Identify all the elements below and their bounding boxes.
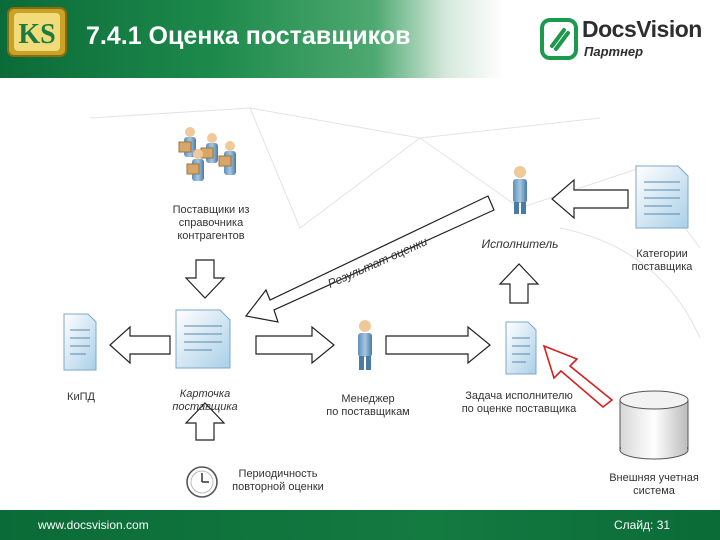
arrow-manager-to-task — [385, 325, 491, 365]
manager-person-icon — [358, 320, 372, 370]
supplier-card-document-icon — [175, 309, 231, 369]
ks-logo: KS — [7, 7, 67, 57]
arrow-suppliers-to-card — [184, 259, 226, 299]
website-link[interactable]: www.docsvision.com — [38, 518, 149, 532]
periodicity-label: Периодичность повторной оценки — [232, 468, 324, 493]
slide-footer: www.docsvision.com Слайд: 31 — [0, 510, 720, 540]
executor-person-icon — [513, 166, 527, 214]
result-label: Результат оценки — [326, 234, 430, 291]
task-label: Задача исполнителю по оценке поставщика — [461, 390, 577, 415]
docsvision-brand: DocsVision Партнер — [540, 14, 704, 68]
accounting-system-label: Внешняя учетная система — [609, 472, 699, 497]
arrow-categories-to-executor — [551, 178, 629, 220]
clock-icon — [186, 466, 218, 498]
arrow-card-to-manager — [255, 325, 335, 365]
brand-subtitle: Партнер — [584, 44, 644, 59]
manager-label: Менеджер по поставщикам — [326, 393, 410, 418]
slide-header: KS 7.4.1 Оценка поставщиков DocsVision П… — [0, 0, 720, 78]
kipd-document-icon — [63, 313, 97, 371]
svg-text:KS: KS — [18, 19, 55, 50]
arrow-card-to-kipd — [109, 325, 171, 365]
kipd-label: КиПД — [67, 391, 95, 403]
arrow-task-to-executor — [498, 263, 540, 304]
arrow-accounting-to-task — [542, 344, 614, 409]
arrow-periodicity-to-card — [184, 402, 226, 441]
task-document-icon — [505, 321, 537, 375]
categories-label: Категории поставщика — [631, 248, 693, 273]
categories-document-icon — [635, 165, 689, 229]
docsvision-logo-icon — [540, 18, 578, 60]
diagram-graphics: Результат оценки — [63, 107, 701, 498]
suppliers-group-icon — [178, 127, 236, 181]
process-diagram: Результат оценки Поставщики из справочни… — [0, 78, 720, 508]
executor-label: Исполнитель — [481, 237, 559, 251]
supplier-card-label: Карточка поставщика — [172, 388, 238, 413]
accounting-system-database-icon — [619, 390, 689, 460]
page-title: 7.4.1 Оценка поставщиков — [86, 22, 411, 50]
brand-name: DocsVision — [582, 16, 702, 42]
arrow-result-to-card — [244, 195, 495, 323]
slide-number: Слайд: 31 — [614, 518, 671, 532]
suppliers-label: Поставщики из справочника контрагентов — [172, 204, 250, 242]
